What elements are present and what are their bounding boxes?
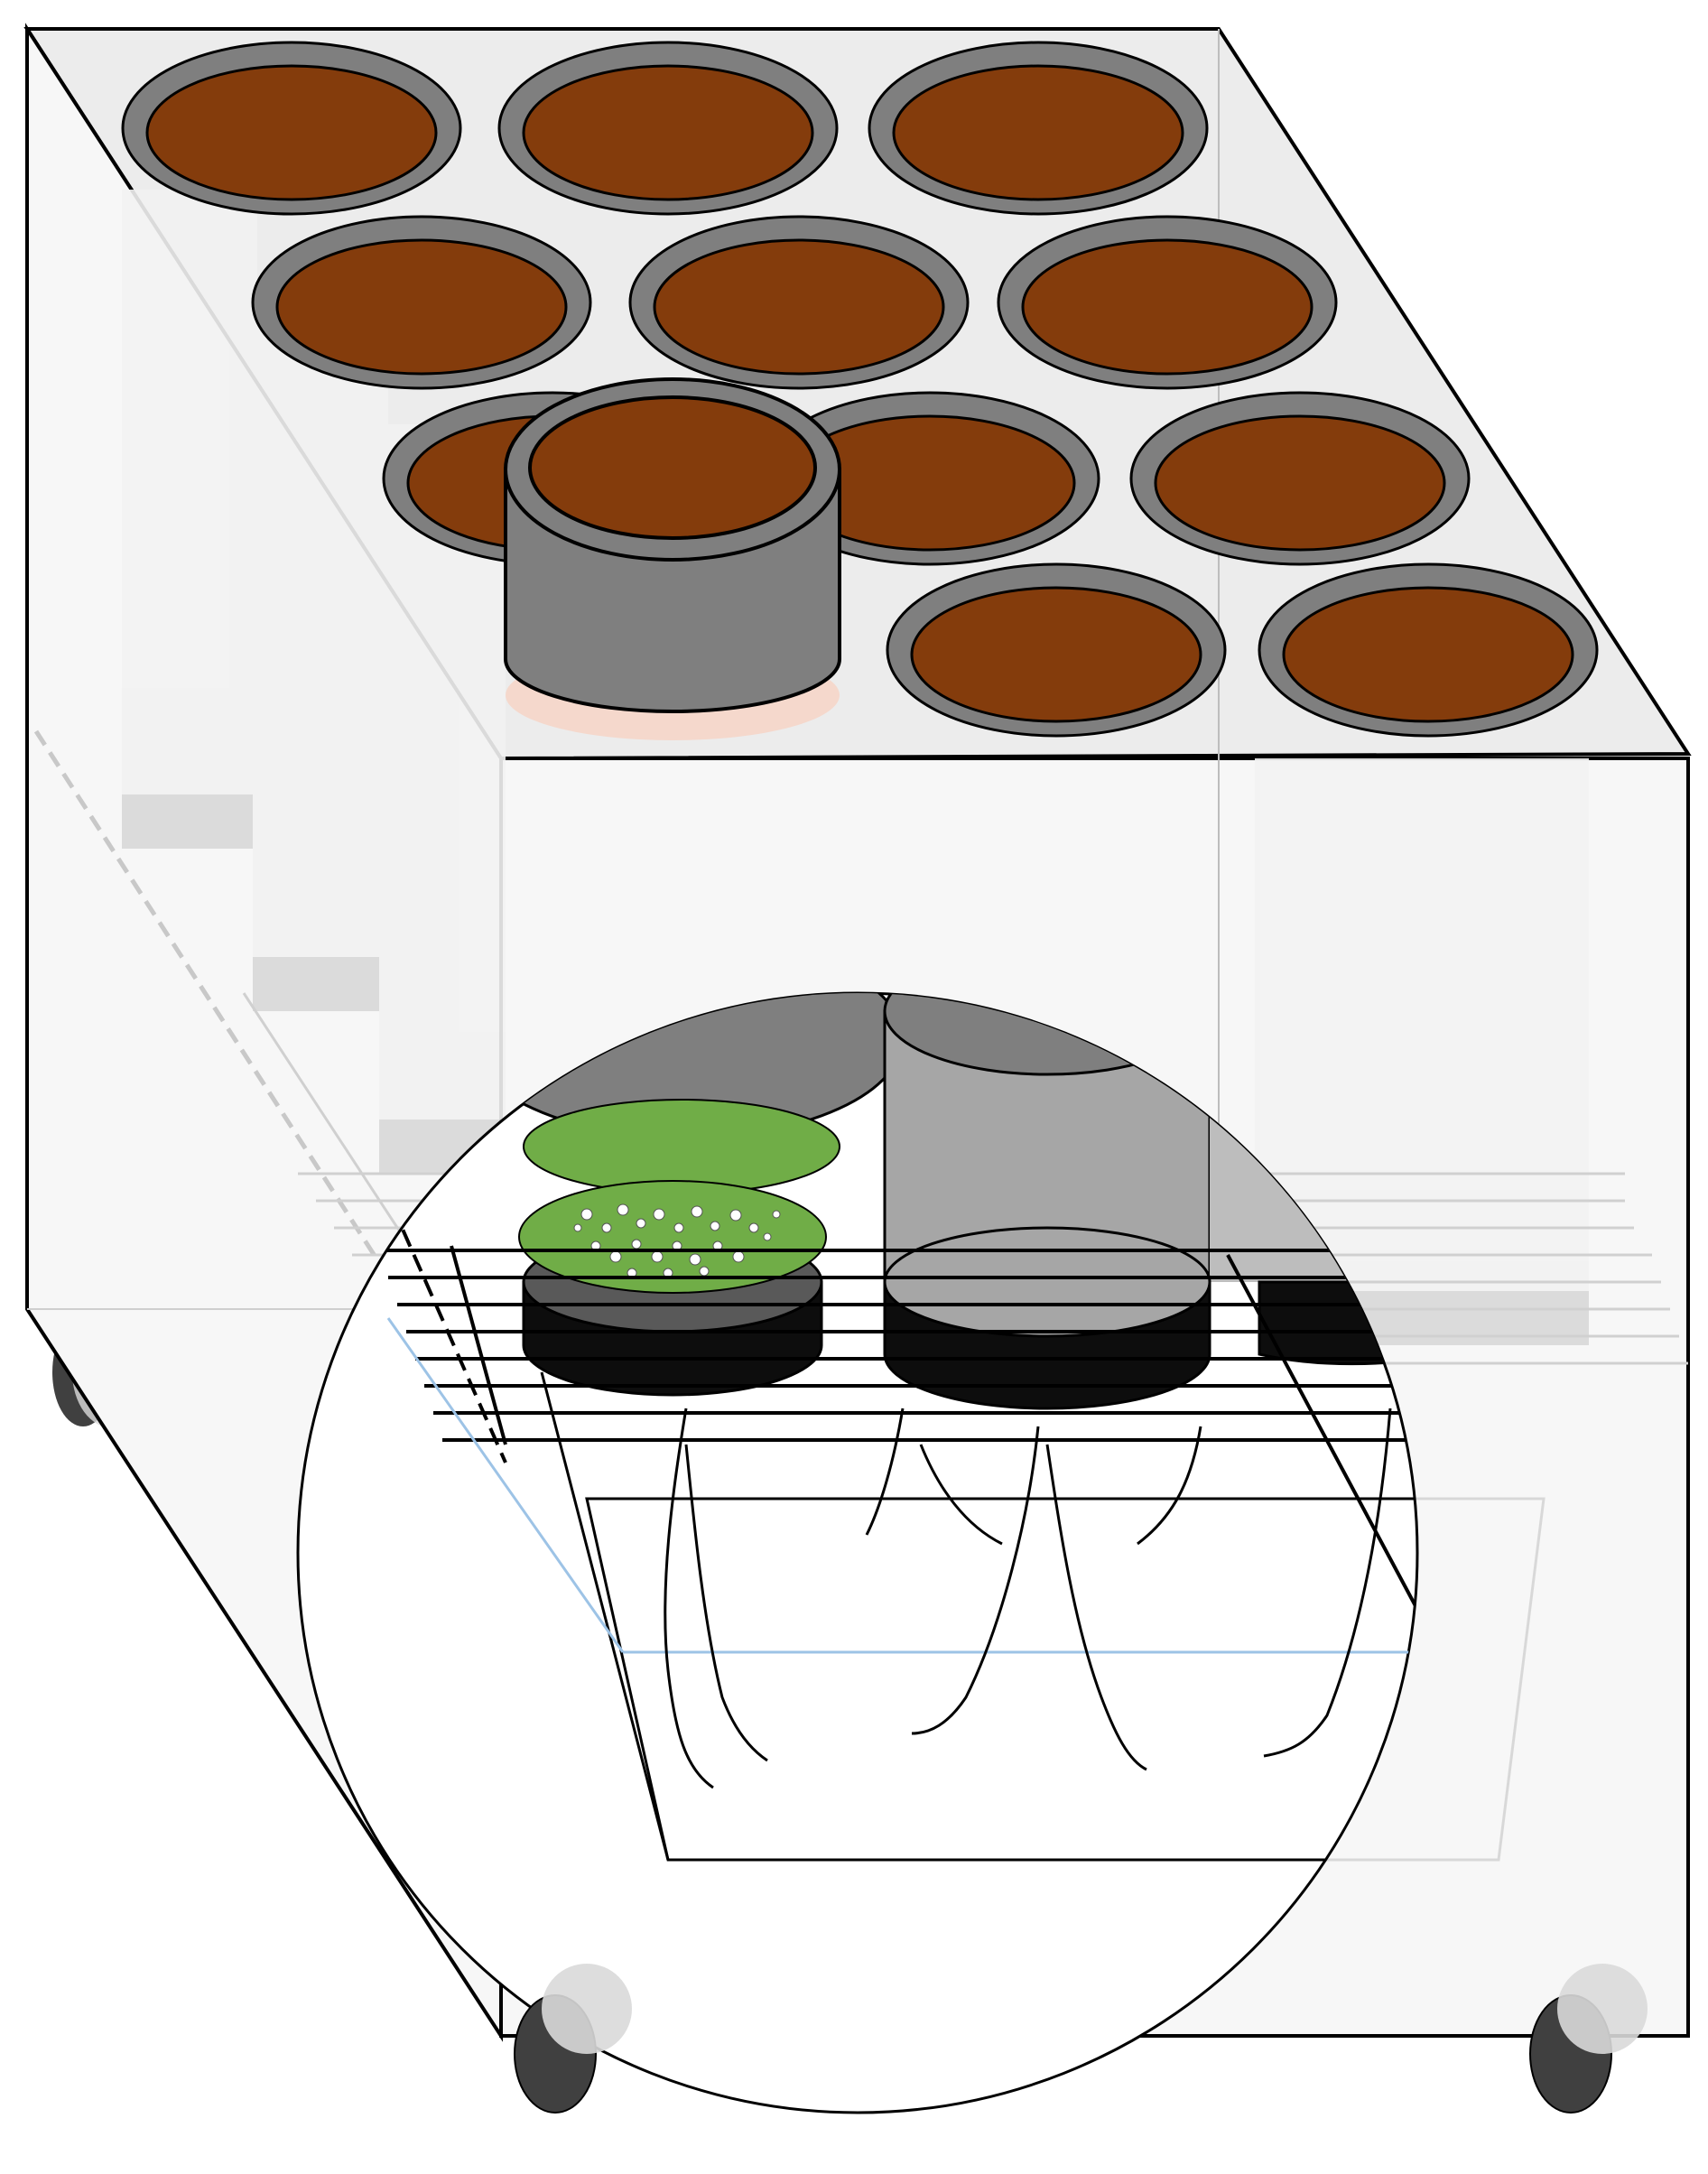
pot-r2c1 (251, 215, 592, 390)
mesh-disc (518, 1099, 840, 1294)
pot-r2c2 (628, 215, 970, 390)
pot-r3c2 (759, 391, 1100, 566)
raised-pot (504, 377, 841, 740)
pot-r1c2 (497, 41, 839, 216)
collection-tray (386, 1317, 1417, 1862)
pot-r4c2 (886, 562, 1227, 738)
pot-r4c3 (1258, 562, 1599, 738)
ghost-rack (33, 729, 499, 1446)
root-strands (664, 1408, 1392, 1789)
pot-r2c3 (997, 215, 1338, 390)
seeds (573, 1203, 781, 1278)
pot-grid (121, 41, 1599, 738)
pot-r3c3 (1129, 391, 1471, 566)
pot-r1c1 (121, 41, 462, 216)
pot-r1c3 (868, 41, 1209, 216)
wheels-front (514, 1964, 1648, 2114)
ghost-columns (122, 190, 1589, 1345)
